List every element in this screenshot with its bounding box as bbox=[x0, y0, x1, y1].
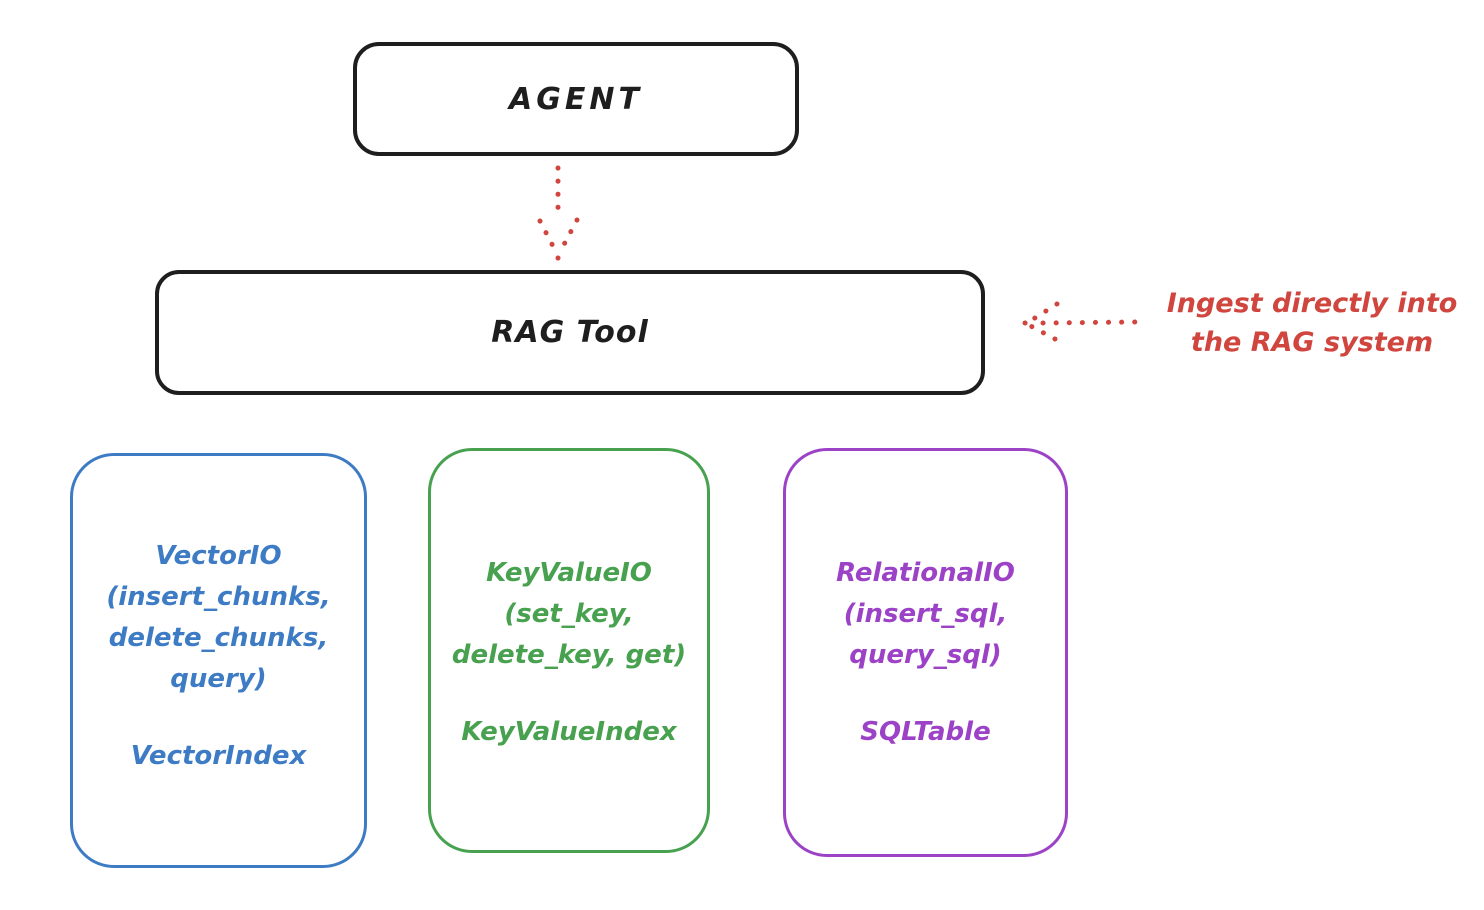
ingest-annotation-line1: Ingest directly into bbox=[1166, 288, 1458, 319]
vector-io-title: VectorIO bbox=[155, 541, 282, 571]
rag-tool-node-label: RAG Tool bbox=[491, 315, 649, 350]
key-value-io-methods-line1: (set_key, bbox=[504, 599, 634, 629]
relational-io-table-label: SQLTable bbox=[860, 717, 991, 747]
relational-io-title: RelationalIO bbox=[836, 558, 1015, 588]
relational-io-methods-line2: query_sql) bbox=[849, 640, 1002, 670]
vector-io-methods-line3: query) bbox=[170, 664, 267, 694]
agent-node-label: AGENT bbox=[509, 81, 643, 117]
rag-tool-node: RAG Tool bbox=[155, 270, 985, 395]
relational-io-methods-line1: (insert_sql, bbox=[843, 599, 1008, 629]
key-value-io-methods-line2: delete_key, get) bbox=[451, 640, 687, 670]
relational-io-node: RelationalIO (insert_sql, query_sql) SQL… bbox=[783, 448, 1068, 857]
key-value-io-title: KeyValueIO bbox=[486, 558, 652, 588]
agent-node: AGENT bbox=[353, 42, 799, 156]
vector-io-node: VectorIO (insert_chunks, delete_chunks, … bbox=[70, 453, 367, 868]
dotted-arrow-left-icon bbox=[1022, 301, 1139, 342]
key-value-io-node: KeyValueIO (set_key, delete_key, get) Ke… bbox=[428, 448, 710, 853]
vector-io-index-label: VectorIndex bbox=[130, 741, 307, 771]
dotted-arrow-down-icon bbox=[537, 165, 580, 261]
ingest-annotation-line2: the RAG system bbox=[1190, 327, 1434, 358]
vector-io-methods-line1: (insert_chunks, bbox=[106, 582, 331, 612]
ingest-annotation: Ingest directly into the RAG system bbox=[1140, 284, 1484, 362]
key-value-io-index-label: KeyValueIndex bbox=[461, 717, 677, 747]
vector-io-methods-line2: delete_chunks, bbox=[108, 623, 329, 653]
